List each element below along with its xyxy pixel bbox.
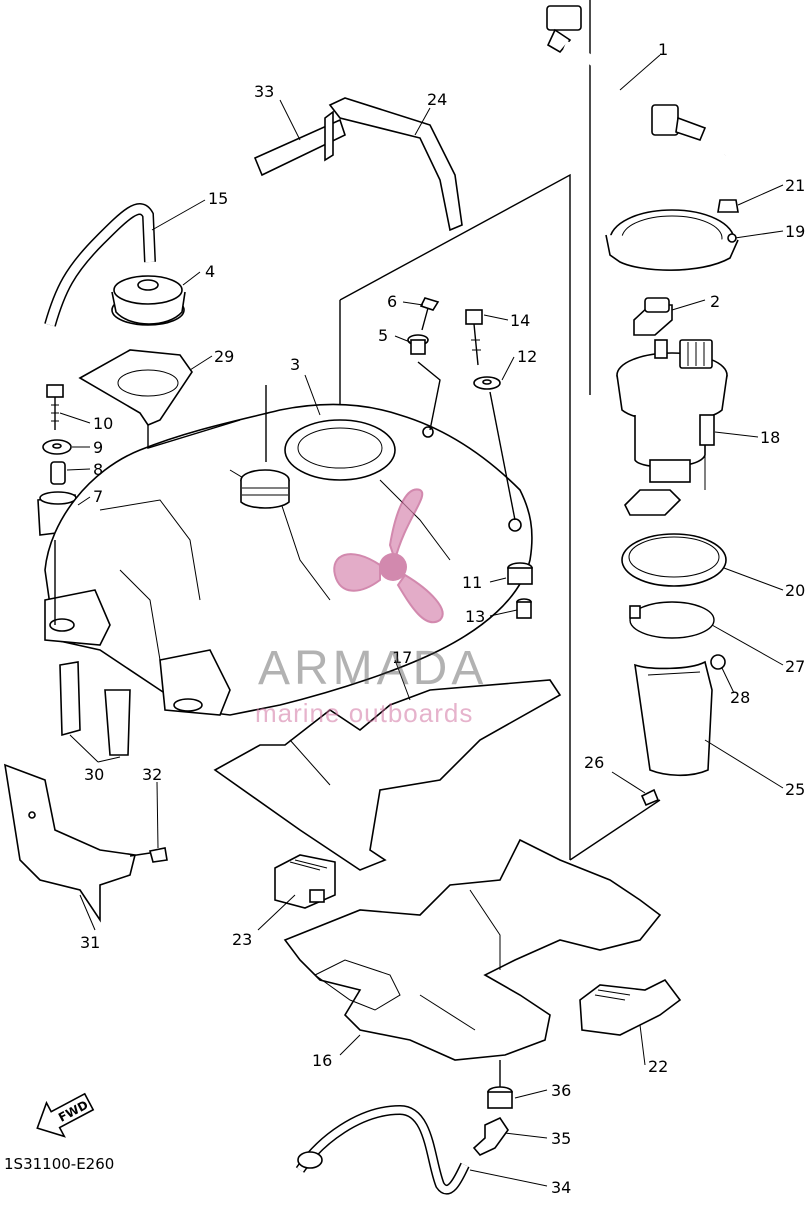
fuel-hose-part: [546, 5, 727, 190]
callout-10: 10: [93, 414, 113, 433]
leader-5-to-tank: [417, 361, 441, 431]
callout-5: 5: [378, 326, 388, 345]
callout-9: 9: [93, 438, 103, 457]
callout-2: 2: [710, 292, 720, 311]
tank-spacers: [59, 661, 131, 756]
callout-1: 1: [658, 40, 668, 59]
callout-4: 4: [205, 262, 215, 281]
collar-13: [516, 598, 532, 619]
watermark-tagline: marine outboards: [255, 698, 473, 728]
leader-32: [129, 852, 151, 857]
nut-part: [717, 199, 739, 213]
small-fastener-26: [640, 788, 660, 807]
callout-27: 27: [785, 657, 805, 676]
side-cover-31: [3, 763, 136, 923]
grommet-36: [487, 1086, 513, 1109]
fuel-cap: [111, 275, 186, 326]
callout-leaders: [59, 54, 784, 1187]
small-fastener-28: [710, 654, 726, 670]
callout-36: 36: [551, 1081, 571, 1100]
washer-12: [473, 376, 501, 390]
callout-12: 12: [517, 347, 537, 366]
watermark-brand: ARMADA: [258, 642, 487, 695]
callout-26: 26: [584, 753, 604, 772]
grommet-5: [407, 334, 429, 355]
breather-hose: [44, 203, 156, 327]
drain-hose-34: [295, 1104, 470, 1195]
elbow-35: [472, 1116, 509, 1156]
callout-11: 11: [462, 573, 482, 592]
callout-28: 28: [730, 688, 750, 707]
callout-14: 14: [510, 311, 530, 330]
callout-29: 29: [214, 347, 234, 366]
hose-bracket-part: [253, 97, 463, 232]
grommet-11: [507, 562, 533, 585]
pump-retainer-ring: [605, 209, 739, 271]
callout-6: 6: [387, 292, 397, 311]
callout-35: 35: [551, 1129, 571, 1148]
propeller-icon: [333, 488, 444, 624]
callout-32: 32: [142, 765, 162, 784]
washer-9: [42, 439, 72, 455]
callout-3: 3: [290, 355, 300, 374]
callout-15: 15: [208, 189, 228, 208]
relay-23: [274, 854, 336, 909]
callout-34: 34: [551, 1178, 571, 1197]
callout-8: 8: [93, 460, 103, 479]
fuel-strainer: [634, 660, 713, 777]
lower-bracket-16: [283, 838, 662, 1061]
clamp-band: [629, 601, 715, 639]
pump-gasket: [621, 533, 727, 587]
tank-mat: [213, 679, 562, 871]
callout-21: 21: [785, 176, 805, 195]
callouts: 1 2 3 4 5 6 7 8 9 10 11 12 13 14 15 16 1…: [80, 40, 805, 1197]
bolt-14: [465, 309, 483, 366]
callout-16: 16: [312, 1051, 332, 1070]
fuel-pump-assembly: [616, 339, 728, 516]
fuel-tank: [44, 403, 533, 716]
clip-32: [149, 847, 168, 863]
bolt-10: [46, 384, 64, 430]
collar-8: [50, 461, 66, 485]
callout-33: 33: [254, 82, 274, 101]
callout-24: 24: [427, 90, 447, 109]
catalog-code: 1S31100-E260: [4, 1155, 114, 1173]
callout-23: 23: [232, 930, 252, 949]
callout-18: 18: [760, 428, 780, 447]
relay-22: [579, 978, 682, 1036]
leader-12-to-tank: [489, 391, 516, 521]
callout-13: 13: [465, 607, 485, 626]
callout-7: 7: [93, 487, 103, 506]
fwd-arrow-icon: FWD: [36, 1092, 95, 1138]
screw-6: [419, 297, 440, 331]
callout-25: 25: [785, 780, 805, 799]
callout-19: 19: [785, 222, 805, 241]
callout-31: 31: [80, 933, 100, 952]
cap-pad: [78, 349, 193, 426]
callout-17: 17: [392, 648, 412, 667]
callout-22: 22: [648, 1057, 668, 1076]
watermark-logo: ARMADA marine outboards: [255, 488, 487, 728]
hose-joint-part: [633, 297, 673, 336]
callout-30: 30: [84, 765, 104, 784]
leader-pad-to-tank: [147, 419, 241, 449]
group-frame-lines: [339, 0, 661, 861]
callout-20: 20: [785, 581, 805, 600]
